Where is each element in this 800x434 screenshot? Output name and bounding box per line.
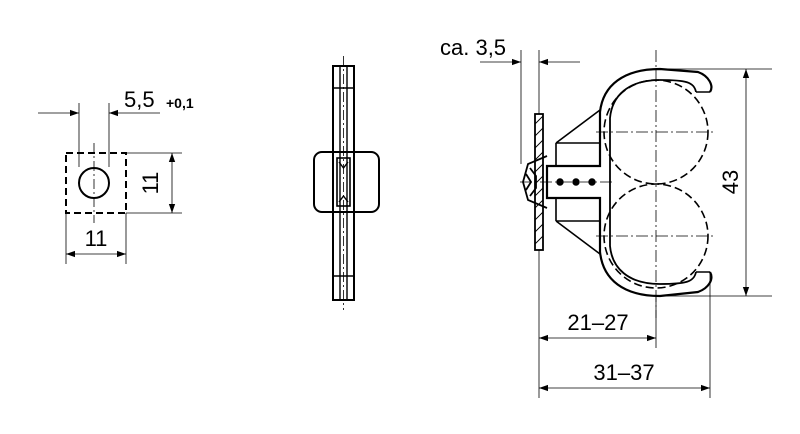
clamp-view (480, 50, 772, 398)
square-outline (65, 152, 127, 214)
overall-depth-dimension-label: 31–37 (593, 360, 654, 385)
side-body-outline (313, 151, 380, 213)
left-view (38, 103, 182, 264)
inner-depth-dimension-label: 21–27 (567, 310, 628, 335)
height-dimension-label: 11 (138, 172, 163, 195)
hole-dimension-label: 5,5 (124, 87, 155, 112)
thickness-dimension-label: ca. 3,5 (440, 35, 506, 60)
hole-tolerance-label: +0,1 (166, 95, 194, 111)
width-dimension-label: 11 (85, 226, 108, 251)
side-view (313, 56, 380, 310)
height-43-dimension-label: 43 (718, 170, 743, 194)
clamp-outer-outline (545, 67, 713, 298)
